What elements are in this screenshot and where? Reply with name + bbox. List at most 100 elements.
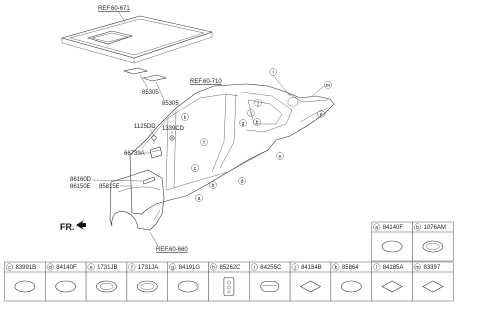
roof-panel xyxy=(60,15,214,64)
callout-m[interactable]: m xyxy=(324,81,332,89)
svg-text:h: h xyxy=(256,120,259,126)
callout-l[interactable]: l xyxy=(269,68,277,76)
legend-letter: g xyxy=(171,265,174,271)
svg-text:a: a xyxy=(198,196,201,202)
legend-letter: i xyxy=(254,265,255,271)
callout-f[interactable]: f xyxy=(200,138,208,146)
legend-part-number: 1076AM xyxy=(424,225,446,231)
callout-e-rear[interactable]: e xyxy=(317,110,325,118)
legend-part-number: 84255C xyxy=(260,265,282,271)
legend-cell-a[interactable]: a 84140F xyxy=(371,221,413,262)
part-85305-label: 85305 xyxy=(142,90,159,96)
front-direction-label: FR. xyxy=(60,222,75,232)
callout-e[interactable]: e xyxy=(276,152,284,160)
callout-g[interactable]: g xyxy=(239,119,247,127)
legend-cell-f[interactable]: f 1731JA xyxy=(126,261,168,302)
svg-text:f: f xyxy=(203,140,205,146)
legend-part-number: 83397 xyxy=(424,265,441,271)
roof-reference[interactable]: REF.60-671 xyxy=(98,6,130,12)
legend-cell-i[interactable]: i 84255C xyxy=(249,261,291,302)
svg-text:c: c xyxy=(194,166,197,172)
callout-h[interactable]: h xyxy=(253,118,261,126)
legend-cell-c[interactable]: c 83991B xyxy=(4,261,46,302)
bracket-66739A xyxy=(149,146,163,159)
side-panel-reference[interactable]: REF.60-710 xyxy=(190,79,222,85)
legend-letter: k xyxy=(335,265,338,271)
legend-letter: j xyxy=(294,265,296,271)
legend-cell-d[interactable]: d 84140F xyxy=(45,261,87,302)
svg-text:e: e xyxy=(279,154,282,160)
front-fender xyxy=(109,169,165,231)
legend-part-number: 1731JA xyxy=(138,265,158,271)
legend-letter: c xyxy=(8,265,11,271)
svg-text:e: e xyxy=(320,112,323,118)
callout-d[interactable]: d xyxy=(238,177,246,185)
legend-part-number: 84140F xyxy=(56,265,77,271)
oval-plug-icon xyxy=(340,280,362,293)
legend-letter: l xyxy=(376,265,377,271)
part-85305-label-2: 85305 xyxy=(162,101,179,107)
svg-text:b: b xyxy=(212,183,215,189)
legend-letter: a xyxy=(375,225,378,231)
callout-a[interactable]: a xyxy=(195,194,203,202)
side-mark-lamp xyxy=(142,176,156,185)
pad-icon xyxy=(299,280,322,293)
legend-letter: m xyxy=(415,265,419,271)
ring-grommet-icon xyxy=(137,280,158,293)
legend-cell-h[interactable]: h 85262C xyxy=(208,261,250,302)
clip-1339CD xyxy=(169,135,175,141)
svg-text:m: m xyxy=(326,83,330,89)
legend-part-number: 84191G xyxy=(179,265,201,271)
oval-plug-icon xyxy=(14,280,36,293)
oval-plug-icon xyxy=(177,280,199,293)
pad-icon xyxy=(422,280,444,293)
legend-cell-m[interactable]: m 83397 xyxy=(412,261,454,302)
oval-plug-icon xyxy=(55,280,76,293)
legend-letter: h xyxy=(212,265,215,271)
part-86160D-label: 86160D xyxy=(70,177,92,183)
part-1125DD-label: 1125DD xyxy=(134,124,156,130)
part-86150E-label: 86150E xyxy=(70,184,91,190)
ring-grommet-icon xyxy=(96,280,117,293)
legend-cell-b[interactable]: b 1076AM xyxy=(412,221,454,262)
slot-plug-icon xyxy=(260,281,280,292)
legend-part-number: 84184B xyxy=(301,265,322,271)
part-66739A-label: 66739A xyxy=(124,151,145,157)
legend-cell-g[interactable]: g 84191G xyxy=(167,261,209,302)
part-1339CD-label: 1339CD xyxy=(162,126,185,132)
front-arrow-icon xyxy=(76,220,86,230)
legend-letter: f xyxy=(131,265,133,271)
oval-plug-icon xyxy=(381,240,403,253)
svg-text:d: d xyxy=(241,179,244,185)
legend-part-number: 84185A xyxy=(383,265,404,271)
front-direction-indicator: FR. xyxy=(60,220,86,232)
callout-j[interactable]: j xyxy=(254,99,262,107)
legend-part-number: 85262C xyxy=(220,265,242,271)
callout-k[interactable]: k xyxy=(181,113,189,121)
svg-text:j: j xyxy=(256,101,258,107)
fender-reference[interactable]: REF.60-660 xyxy=(156,247,188,253)
legend-part-number: 85864 xyxy=(342,265,359,271)
svg-text:i: i xyxy=(250,111,251,117)
legend-cell-k[interactable]: k 85864 xyxy=(330,261,372,302)
callout-b[interactable]: b xyxy=(209,181,217,189)
legend-part-number: 84140F xyxy=(383,225,404,231)
part-85815E-label: 85815E xyxy=(99,184,120,190)
callout-i[interactable]: i xyxy=(247,109,255,117)
legend-part-number: 83991B xyxy=(16,265,37,271)
legend-cell-j[interactable]: j 84184B xyxy=(289,261,332,302)
legend-letter: b xyxy=(416,225,419,231)
legend-letter: d xyxy=(49,265,52,271)
legend-part-number: 1731JB xyxy=(97,265,117,271)
svg-text:g: g xyxy=(242,121,245,127)
clip-icon xyxy=(223,277,235,296)
roof-strips xyxy=(122,67,168,82)
callout-c[interactable]: c xyxy=(191,164,199,172)
svg-text:k: k xyxy=(184,115,187,121)
svg-text:l: l xyxy=(272,70,273,76)
legend-cell-l[interactable]: l 84185A xyxy=(371,261,413,302)
bolt-1125DD xyxy=(151,135,157,144)
